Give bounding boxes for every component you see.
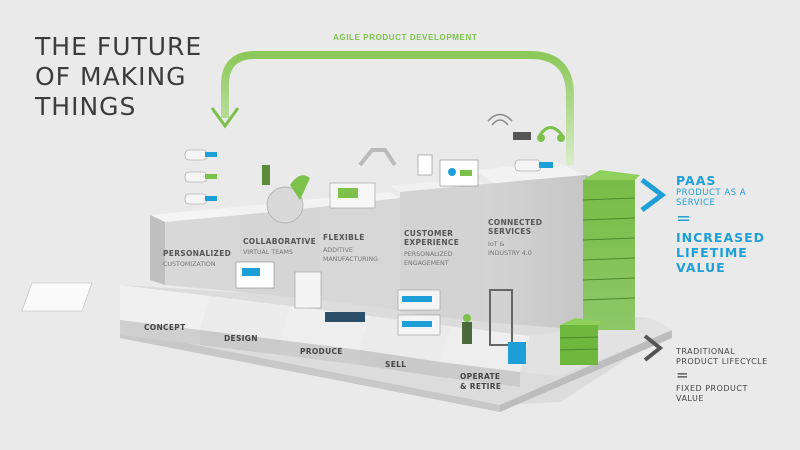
upper-stage-labels: PERSONALIZED CUSTOMIZATION COLLABORATIVE… — [163, 218, 542, 268]
paas-heading: PAAS — [676, 173, 717, 188]
block-personalized — [150, 215, 165, 285]
equals-sign: = — [676, 208, 692, 229]
stage-subtitle: CUSTOMIZATION — [163, 261, 216, 268]
stage-title: EXPERIENCE — [404, 238, 459, 247]
device-icon — [514, 159, 553, 172]
lower-objects — [21, 261, 526, 364]
headset-icon — [537, 126, 565, 142]
traditional-heading: PRODUCT LIFECYCLE — [676, 357, 768, 366]
stage-title: FLEXIBLE — [323, 233, 365, 242]
lifecycle-label: SELL — [385, 360, 406, 369]
agile-arrow — [210, 51, 574, 165]
printer-icon — [329, 148, 397, 209]
stage-title: PERSONALIZED — [163, 249, 231, 258]
door-icon — [489, 289, 513, 346]
product-icons — [184, 113, 565, 224]
money-stack-tall — [582, 170, 640, 330]
traditional-value: FIXED PRODUCT — [676, 384, 748, 393]
stage-title: CUSTOMER — [404, 229, 453, 238]
traditional-callout: TRADITIONAL PRODUCT LIFECYCLE = FIXED PR… — [676, 347, 796, 404]
equals-sign: = — [676, 366, 689, 384]
block-customer-experience — [400, 184, 485, 322]
stage-subtitle: VIRTUAL TEAMS — [243, 249, 293, 256]
stage-title: CONNECTED — [488, 218, 542, 227]
screen-icon — [417, 154, 479, 187]
lifecycle-label: OPERATE — [460, 372, 500, 381]
block-flexible — [320, 198, 400, 310]
stage-subtitle: ENGAGEMENT — [404, 260, 449, 267]
stage-subtitle: INDUSTRY 4.0 — [488, 250, 532, 257]
stage-subtitle: ADDITIVE — [323, 247, 353, 254]
paas-value: VALUE — [676, 260, 726, 275]
lifecycle-label: CONCEPT — [144, 323, 186, 332]
lifecycle-label: & RETIRE — [460, 382, 501, 391]
machine-icon — [294, 271, 322, 309]
block-design — [200, 296, 290, 340]
globe-icon — [262, 165, 310, 224]
lifecycle-label: PRODUCE — [300, 347, 343, 356]
paas-subtext: PRODUCT AS A — [676, 188, 747, 198]
money-stack-short — [559, 318, 602, 365]
chevron-right-icon — [643, 334, 664, 362]
block-concept — [120, 285, 210, 330]
device-icon — [184, 149, 217, 205]
traditional-value: VALUE — [676, 394, 704, 403]
agile-arrow-label: AGILE PRODUCT DEVELOPMENT — [333, 33, 478, 42]
lower-stage-labels: CONCEPT DESIGN PRODUCE SELL OPERATE & RE… — [144, 323, 501, 391]
stage-title: COLLABORATIVE — [243, 237, 316, 246]
lifecycle-label: DESIGN — [224, 334, 258, 343]
chevron-right-icon — [640, 178, 667, 212]
stage-title: SERVICES — [488, 227, 531, 236]
blueprint-icon — [21, 282, 93, 312]
block-connected-services — [485, 175, 585, 330]
stage-subtitle: PERSONALIZED — [404, 251, 453, 258]
stage-subtitle: IoT & — [488, 241, 505, 248]
person-icon — [463, 314, 471, 322]
paas-value: LIFETIME — [676, 245, 748, 260]
stage-subtitle: MANUFACTURING — [323, 256, 378, 263]
recycle-bin-icon — [508, 342, 526, 364]
lower-row — [120, 285, 672, 387]
title-line: THE FUTURE — [35, 32, 203, 61]
paas-subtext: SERVICE — [676, 198, 716, 208]
traditional-heading: TRADITIONAL — [676, 347, 736, 356]
title-line: THINGS — [35, 92, 137, 121]
wifi-icon — [487, 113, 531, 140]
paas-value: INCREASED — [676, 230, 766, 245]
page-title: THE FUTURE OF MAKING THINGS — [35, 32, 225, 122]
title-line: OF MAKING — [35, 62, 187, 91]
paas-callout: PAAS PRODUCT AS A SERVICE = INCREASED LI… — [676, 173, 791, 275]
